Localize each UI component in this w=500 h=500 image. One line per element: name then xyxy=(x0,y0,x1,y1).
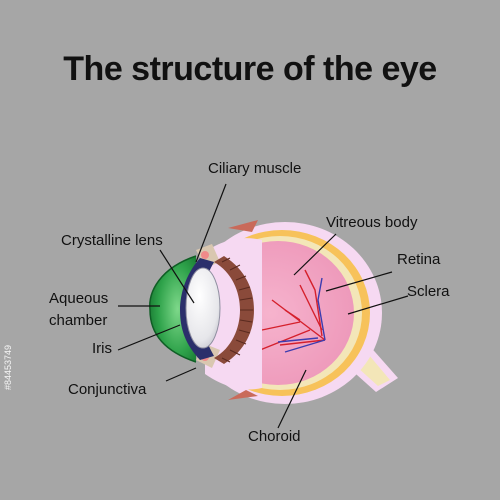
ciliary-knot-top xyxy=(201,251,209,259)
label-sclera: Sclera xyxy=(407,283,450,300)
label-vitreous-body: Vitreous body xyxy=(326,214,418,231)
cornea-edge xyxy=(149,255,197,363)
line-choroid xyxy=(277,369,307,429)
label-crystalline-lens: Crystalline lens xyxy=(61,232,163,249)
label-choroid: Choroid xyxy=(248,428,301,445)
label-retina: Retina xyxy=(397,251,441,268)
stock-id: #84453749 xyxy=(3,344,13,390)
label-iris: Iris xyxy=(92,340,112,357)
conjunctiva-top xyxy=(228,220,258,232)
line-crystalline-lens xyxy=(159,249,195,304)
page-title: The structure of the eye xyxy=(63,50,437,88)
ciliary-muscle xyxy=(214,256,254,364)
line-sclera xyxy=(347,295,409,315)
line-iris xyxy=(117,324,181,351)
line-vitreous-body xyxy=(293,233,337,276)
label-aqueous-line1: Aqueous xyxy=(49,290,109,307)
leader-lines xyxy=(117,183,409,429)
blood-vessels xyxy=(254,269,326,353)
line-ciliary-muscle xyxy=(195,183,227,263)
label-conjunctiva: Conjunctiva xyxy=(68,381,147,398)
label-aqueous-line2: chamber xyxy=(49,312,108,329)
label-ciliary-muscle: Ciliary muscle xyxy=(208,160,302,177)
crystalline-lens xyxy=(185,267,221,349)
conjunctiva-bottom xyxy=(228,390,258,400)
artery-branch xyxy=(284,269,323,337)
line-conjunctiva xyxy=(165,367,197,382)
vein xyxy=(277,277,326,353)
line-retina xyxy=(325,271,393,292)
